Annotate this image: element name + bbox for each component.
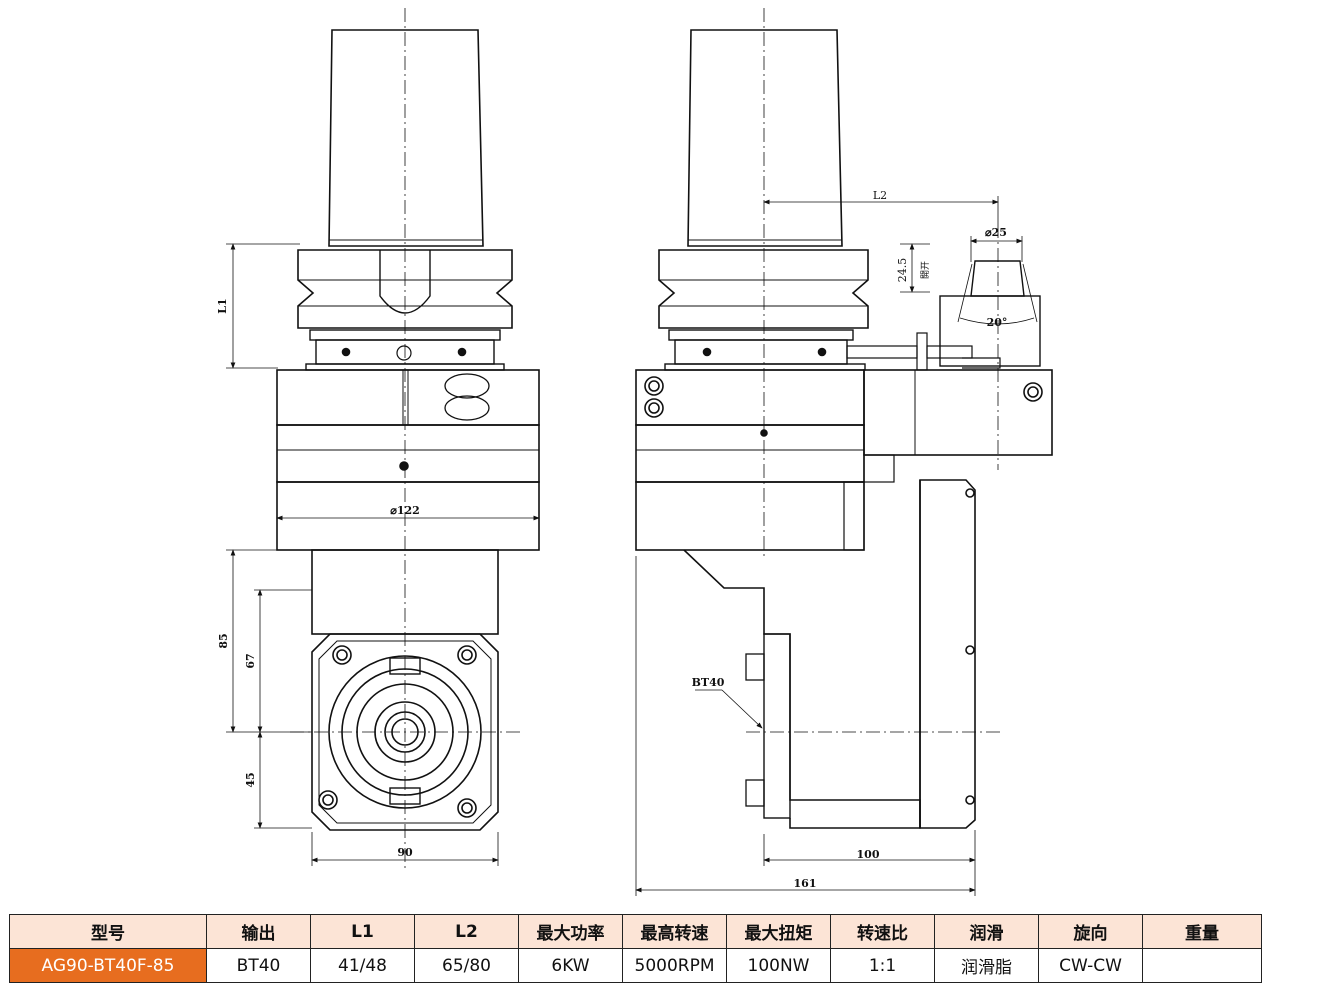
dim-open-note: 開开 [920,261,931,279]
header-rotation: 旋向 [1038,914,1143,949]
header-l1: L1 [310,914,415,949]
dim-dia25: ⌀25 [985,226,1007,239]
side-dimensions [635,196,1023,896]
cell-ratio: 1:1 [830,948,935,983]
dim-90: 90 [397,846,413,859]
header-max-power: 最大功率 [518,914,623,949]
technical-drawing: L1 ⌀122 85 67 45 90 [216,8,1053,896]
header-weight: 重量 [1142,914,1262,949]
front-dimensions [226,243,540,866]
dim-45: 45 [244,772,257,787]
header-l2: L2 [414,914,519,949]
dim-dia122: ⌀122 [390,504,420,517]
cell-model: AG90-BT40F-85 [9,948,207,983]
dim-100: 100 [857,848,880,861]
header-output: 输出 [206,914,311,949]
header-model: 型号 [9,914,207,949]
cell-max-speed: 5000RPM [622,948,727,983]
header-max-speed: 最高转速 [622,914,727,949]
side-view [635,8,1053,829]
cell-output: BT40 [206,948,311,983]
header-ratio: 转速比 [830,914,935,949]
dim-l1: L1 [216,298,229,313]
label-bt40: BT40 [692,676,725,689]
cell-l2: 65/80 [414,948,519,983]
cell-rotation: CW-CW [1038,948,1143,983]
spec-table: 型号 输出 L1 L2 最大功率 最高转速 最大扭矩 转速比 润滑 旋向 重量 … [9,914,1262,983]
front-view [276,8,540,870]
dim-24-5: 24.5 [896,258,909,283]
header-lubrication: 润滑 [934,914,1039,949]
cell-max-torque: 100NW [726,948,831,983]
dim-angle20: 20° [987,316,1008,329]
table-row: AG90-BT40F-85 BT40 41/48 65/80 6KW 5000R… [9,948,1262,983]
cell-weight [1142,948,1262,983]
cell-l1: 41/48 [310,948,415,983]
dim-l2: L2 [873,189,887,202]
dim-67: 67 [244,653,257,668]
cell-max-power: 6KW [518,948,623,983]
table-header-row: 型号 输出 L1 L2 最大功率 最高转速 最大扭矩 转速比 润滑 旋向 重量 [9,914,1262,949]
dim-161: 161 [794,877,817,890]
header-max-torque: 最大扭矩 [726,914,831,949]
cell-lubrication: 润滑脂 [934,948,1039,983]
dim-85: 85 [217,633,230,648]
